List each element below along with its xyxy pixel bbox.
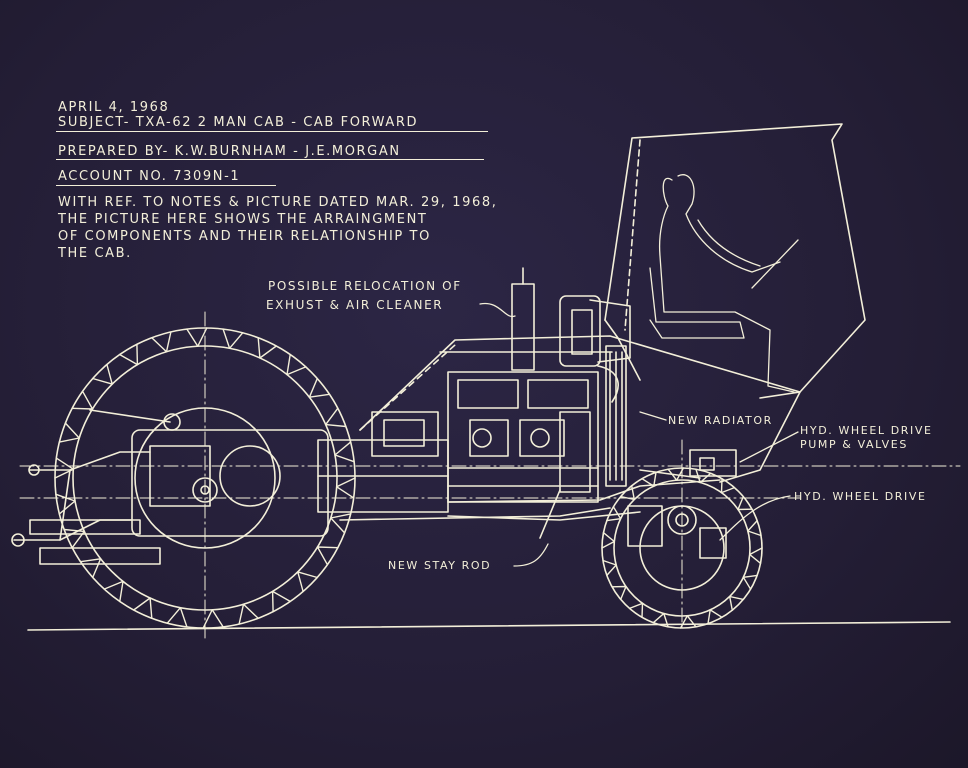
callout-pump-2: PUMP & VALVES xyxy=(800,438,908,451)
tread-lug xyxy=(601,532,615,549)
tread-lug xyxy=(641,471,657,487)
note-line-4: THE CAB. xyxy=(58,246,132,261)
rear-hitch xyxy=(11,409,181,565)
tread-lug xyxy=(54,457,74,479)
tread-lug xyxy=(58,422,80,443)
callout-relocation-1: POSSIBLE RELOCATION OF xyxy=(268,279,462,293)
callout-new-radiator: NEW RADIATOR xyxy=(668,414,773,427)
tread-lug xyxy=(257,337,277,359)
tread-lug xyxy=(325,407,347,428)
leader-lines xyxy=(479,302,799,567)
tread-lug xyxy=(667,467,685,481)
center-lines xyxy=(19,311,961,641)
tread-lug xyxy=(79,558,102,579)
prepared-by: PREPARED BY- K.W.BURNHAM - J.E.MORGAN xyxy=(58,144,401,159)
tread-lug xyxy=(336,477,356,499)
rear-tire-tread xyxy=(54,327,356,629)
note-line-3: OF COMPONENTS AND THEIR RELATIONSHIP TO xyxy=(58,229,431,244)
tread-lug xyxy=(166,607,188,628)
tread-lug xyxy=(628,602,644,618)
note-line-1: WITH REF. TO NOTES & PICTURE DATED MAR. … xyxy=(58,195,498,210)
main-frame xyxy=(131,429,721,537)
stay-rod xyxy=(339,489,611,539)
tread-lug xyxy=(747,519,762,537)
tread-lug xyxy=(606,506,622,522)
engine-block xyxy=(371,371,599,503)
operator-figure xyxy=(649,174,799,393)
account-number: ACCOUNT NO. 7309N-1 xyxy=(58,169,241,184)
tread-lug xyxy=(737,495,753,511)
tread-lug xyxy=(742,574,758,590)
tread-lug xyxy=(92,363,113,385)
tread-lug xyxy=(222,328,244,349)
callout-stay-rod: NEW STAY ROD xyxy=(388,559,492,572)
tread-lug xyxy=(202,609,224,629)
prepared-underline xyxy=(56,159,484,160)
tread-lug xyxy=(71,390,94,410)
drawing-date: APRIL 4, 1968 xyxy=(58,100,170,115)
tread-lug xyxy=(602,559,617,577)
tread-lug xyxy=(308,377,331,398)
cab-frame xyxy=(604,123,866,399)
tread-lug xyxy=(749,547,763,564)
tread-lug xyxy=(330,513,352,534)
front-tire-tread xyxy=(601,467,763,629)
callout-wheel-drive: HYD. WHEEL DRIVE xyxy=(794,490,927,503)
tread-lug xyxy=(63,528,85,549)
tread-lug xyxy=(620,485,635,501)
tread-lug xyxy=(720,478,736,494)
ground-line xyxy=(27,621,951,631)
tread-lug xyxy=(679,615,697,629)
tread-lug xyxy=(119,343,139,366)
callout-pump-1: HYD. WHEEL DRIVE xyxy=(800,424,933,437)
hood-and-floor xyxy=(359,335,801,483)
radiator xyxy=(605,345,627,487)
tread-lug xyxy=(286,353,307,376)
callout-relocation-2: EXHUST & AIR CLEANER xyxy=(266,298,444,312)
tread-lug xyxy=(103,580,124,603)
tread-lug xyxy=(151,331,172,353)
account-underline xyxy=(56,185,276,186)
tread-lug xyxy=(133,597,153,619)
tread-lug xyxy=(652,612,669,628)
tread-lug xyxy=(334,441,355,463)
tread-lug xyxy=(186,327,208,347)
pump-valves xyxy=(639,449,737,479)
tread-lug xyxy=(271,590,291,613)
tread-lug xyxy=(238,603,259,625)
note-line-2: THE PICTURE HERE SHOWS THE ARRAINGMENT xyxy=(58,212,428,227)
exhaust-air-cleaner xyxy=(511,267,631,403)
subject-underline xyxy=(56,131,488,132)
drawing-subject: SUBJECT- TXA-62 2 MAN CAB - CAB FORWARD xyxy=(58,115,419,130)
tread-lug xyxy=(707,609,723,625)
tread-lug xyxy=(316,546,339,566)
tread-lug xyxy=(611,585,627,601)
tread-lug xyxy=(297,571,318,593)
tread-lug xyxy=(729,595,744,611)
